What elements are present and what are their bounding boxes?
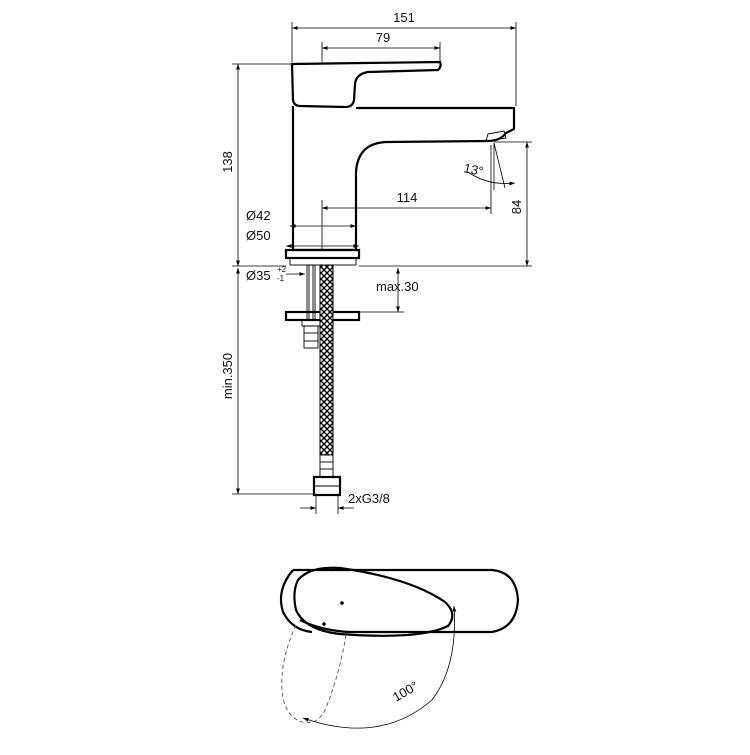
body-diameter-label: Ø42: [246, 208, 271, 223]
rotated-handle-outline: [281, 624, 347, 724]
overall-width-label: 151: [393, 10, 415, 25]
hole-tolerance-lower: -1: [277, 274, 285, 283]
top-view-spout: [293, 568, 520, 634]
faucet-top-view: [279, 566, 520, 729]
base-plate: [284, 248, 361, 260]
rotation-angle-label: 100°: [390, 678, 421, 704]
hot-indicator-dot: [340, 601, 344, 605]
dimension-lines: [232, 22, 532, 514]
top-view-handle: [293, 566, 454, 637]
spout-reach-label: 114: [397, 190, 418, 205]
overall-height-label: 138: [220, 151, 235, 173]
hole-tolerance-upper: +2: [277, 265, 287, 274]
cold-indicator-dot: [322, 622, 326, 626]
handle-lever: [290, 60, 442, 109]
hole-diameter-label: Ø35: [246, 268, 271, 283]
base-diameter-label: Ø50: [246, 228, 271, 243]
braided-hose: [319, 264, 334, 456]
hose-connector-ferrule: [319, 454, 334, 478]
max-thickness-label: max.30: [376, 279, 419, 294]
spout-angle-label: 13°: [462, 160, 484, 179]
hose-length-label: min.350: [220, 353, 235, 399]
aerator: [485, 130, 507, 142]
connection-label: 2xG3/8: [348, 491, 390, 506]
handle-length-label: 79: [376, 30, 390, 45]
spout-height-label: 84: [509, 200, 524, 214]
faucet-side-view: [284, 60, 516, 497]
rotation-arc: [302, 605, 457, 729]
top-view-body: [279, 569, 313, 634]
